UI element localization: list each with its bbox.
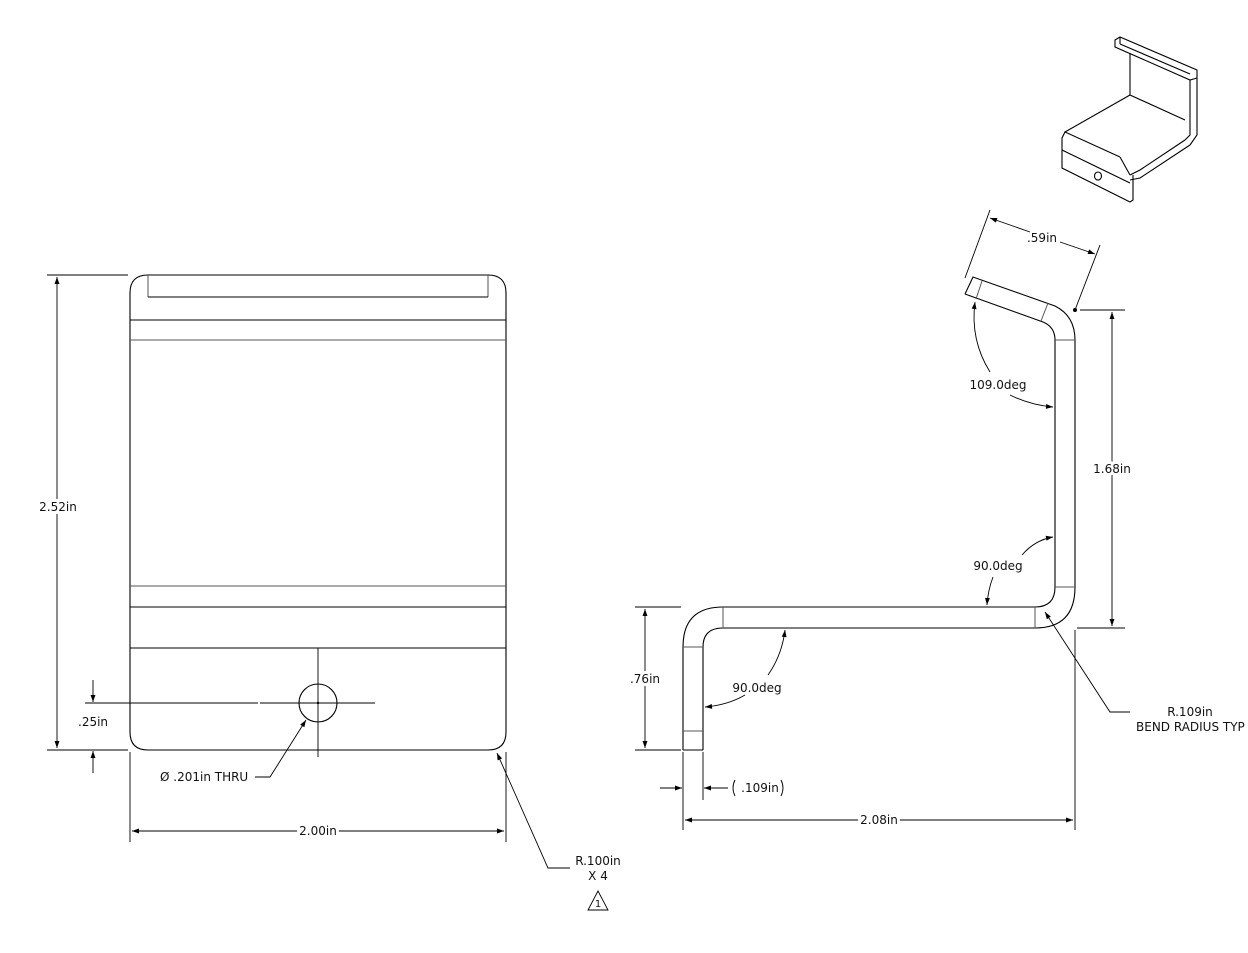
bend-radius-note: BEND RADIUS TYP [1136,720,1245,734]
lower-leg-dim-label: .76in [630,672,660,686]
hole-offset-dim-label: .25in [78,715,108,729]
top-angle-label: 109.0deg [970,378,1027,392]
isometric-view [1061,36,1198,203]
width-dim-label: 2.00in [299,824,337,838]
overall-width-dim-label: 2.08in [860,813,898,827]
iso-hole [1093,171,1103,181]
bend-radius-label: R.109in [1167,705,1213,719]
inner-angle-lower-label: 90.0deg [732,681,781,695]
corner-radius-label: R.100in [575,854,621,868]
side-view: .59in 109.0deg 1.68in 90.0deg 90.0deg .7… [627,209,1245,830]
corner-count-label: X 4 [588,869,608,883]
revision-flag-triangle [587,890,609,911]
inner-angle-upper-label: 90.0deg [973,559,1022,573]
part-outline [129,274,507,751]
revision-flag-number: 1 [595,899,601,910]
front-view: 2.52in .25in Ø .201in THRU 2.00in R.100i… [36,274,621,911]
flange-width-dim-label: .59in [1027,231,1057,245]
hole-callout-label: Ø .201in THRU [160,770,248,784]
height-dim-label: 2.52in [39,500,77,514]
thickness-dim-label: .109in [741,781,779,795]
part-profile-inner [702,276,1076,750]
part-profile-outer [682,293,1056,750]
upper-leg-dim-label: 1.68in [1093,462,1131,476]
